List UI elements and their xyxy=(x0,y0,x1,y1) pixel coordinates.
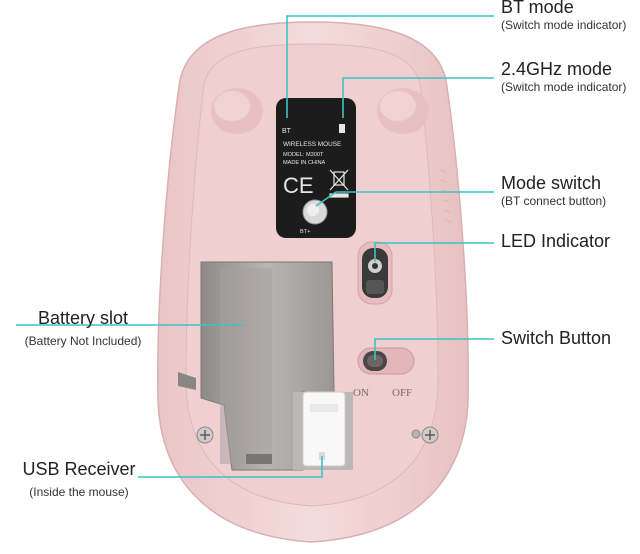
label-ce-mark: CE xyxy=(283,173,314,198)
leader-usb-receiver xyxy=(138,456,323,478)
power-switch[interactable]: ON OFF xyxy=(353,347,415,399)
bt-mode-title: BT mode xyxy=(501,0,574,17)
battery-slot-subtitle: (Battery Not Included) xyxy=(24,333,142,348)
foot-pad-left xyxy=(211,88,263,134)
screw-left xyxy=(196,426,214,444)
callout-battery-slot: Battery slot (Battery Not Included) xyxy=(0,308,166,348)
usb-receiver xyxy=(293,391,353,470)
screw-small xyxy=(411,429,421,439)
leader-lines xyxy=(16,15,494,478)
label-brand-text: WIRELESS MOUSE xyxy=(283,141,341,148)
switch-button-title: Switch Button xyxy=(501,328,612,348)
ghz-mode-subtitle: (Switch mode indicator) xyxy=(501,79,627,94)
side-grip-ribs xyxy=(439,169,452,223)
led-indicator xyxy=(357,241,393,305)
label-button-caption: BT+ xyxy=(300,229,310,235)
leader-switch-button xyxy=(374,338,494,360)
usb-receiver-title: USB Receiver xyxy=(22,459,136,479)
switch-on-label: ON xyxy=(353,387,369,399)
callout-mode-switch: Mode switch (BT connect button) xyxy=(501,173,606,208)
battery-slot-title: Battery slot xyxy=(37,308,129,328)
callout-led-indicator: LED Indicator xyxy=(501,231,610,252)
label-weee-icon xyxy=(329,169,349,198)
switch-off-label: OFF xyxy=(392,387,412,399)
label-24ghz-mark xyxy=(339,124,345,133)
callout-switch-button: Switch Button xyxy=(501,328,611,349)
usb-receiver-subtitle: (Inside the mouse) xyxy=(29,484,129,499)
leader-mode-switch xyxy=(315,191,494,207)
foot-pad-right xyxy=(377,88,429,134)
leader-led xyxy=(374,242,494,262)
callout-24ghz-mode: 2.4GHz mode (Switch mode indicator) xyxy=(501,59,626,94)
leader-bt-mode xyxy=(286,15,494,118)
mode-switch-subtitle: (BT connect button) xyxy=(501,193,607,208)
callout-bt-mode: BT mode (Switch mode indicator) xyxy=(501,0,626,32)
ghz-mode-title: 2.4GHz mode xyxy=(501,59,613,79)
label-model-text: MODEL: M300T xyxy=(283,152,324,158)
led-title: LED Indicator xyxy=(501,231,611,251)
callout-usb-receiver: USB Receiver (Inside the mouse) xyxy=(20,459,138,499)
leader-24ghz-mode xyxy=(342,77,494,118)
bt-mode-subtitle: (Switch mode indicator) xyxy=(501,17,627,32)
label-bt-text: BT xyxy=(282,128,292,135)
screw-right xyxy=(421,426,439,444)
label-origin-text: MADE IN CHINA xyxy=(283,160,326,166)
mode-switch-title: Mode switch xyxy=(501,173,602,193)
product-label: BT WIRELESS MOUSE MODEL: M300T MADE IN C… xyxy=(276,98,356,238)
